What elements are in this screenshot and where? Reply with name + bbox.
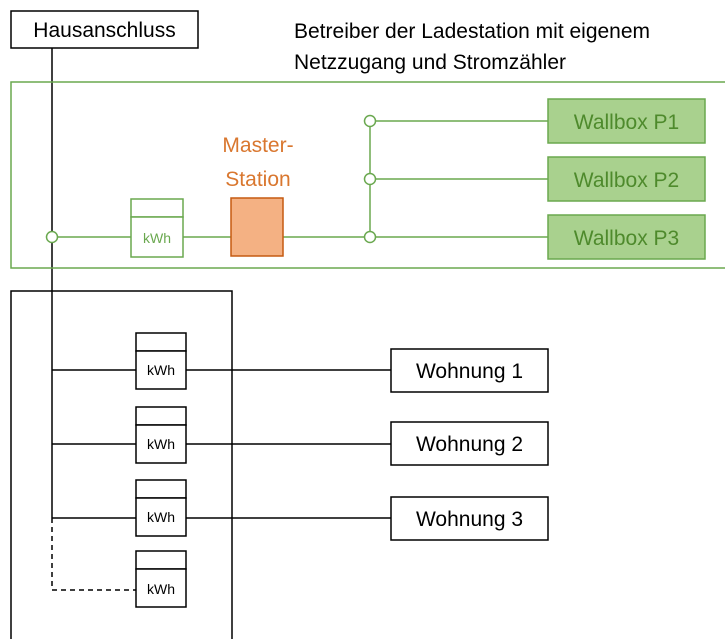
- meter-3: kWh: [135, 479, 187, 537]
- wallbox-p3-label: Wallbox P3: [574, 227, 679, 250]
- wallbox-p3: Wallbox P3: [547, 214, 706, 260]
- wallbox-p1: Wallbox P1: [547, 98, 706, 144]
- master-station-label-line1: Master-: [222, 134, 293, 157]
- wallbox-p1-label: Wallbox P1: [574, 111, 679, 134]
- meter-3-label: kWh: [147, 509, 175, 525]
- house-branch-node: [45, 230, 59, 244]
- meter-4: kWh: [135, 550, 187, 608]
- master-station: Master- Station: [222, 134, 294, 257]
- house-connection-label: Hausanschluss: [33, 19, 175, 42]
- apartment-3: Wohnung 3: [390, 496, 549, 541]
- wallbox-p2-label: Wallbox P2: [574, 169, 679, 192]
- apartment-2-label: Wohnung 2: [416, 433, 523, 456]
- meter-cabinet-frame: [10, 290, 233, 639]
- bus-node-p2: [363, 172, 377, 186]
- wallbox-p2: Wallbox P2: [547, 156, 706, 202]
- charging-area-frame: [10, 81, 725, 269]
- apartment-1-label: Wohnung 1: [416, 360, 523, 383]
- master-station-box: [230, 197, 284, 257]
- meter-1: kWh: [135, 332, 187, 390]
- operator-note-line1: Betreiber der Ladestation mit eigenem: [294, 20, 650, 43]
- bus-node-p1: [363, 114, 377, 128]
- meter-4-label: kWh: [147, 581, 175, 597]
- charging-meter-label: kWh: [143, 230, 171, 246]
- bus-node-p3: [363, 230, 377, 244]
- apartment-2: Wohnung 2: [390, 421, 549, 466]
- charging-meter: kWh: [130, 198, 184, 258]
- apartment-3-label: Wohnung 3: [416, 508, 523, 531]
- meter-2-label: kWh: [147, 436, 175, 452]
- operator-note-line2: Netzzugang und Stromzähler: [294, 51, 566, 74]
- meter-2: kWh: [135, 406, 187, 464]
- master-station-label-line2: Station: [225, 168, 290, 191]
- apartment-1: Wohnung 1: [390, 348, 549, 393]
- meter-1-label: kWh: [147, 362, 175, 378]
- house-connection: Hausanschluss: [10, 10, 199, 49]
